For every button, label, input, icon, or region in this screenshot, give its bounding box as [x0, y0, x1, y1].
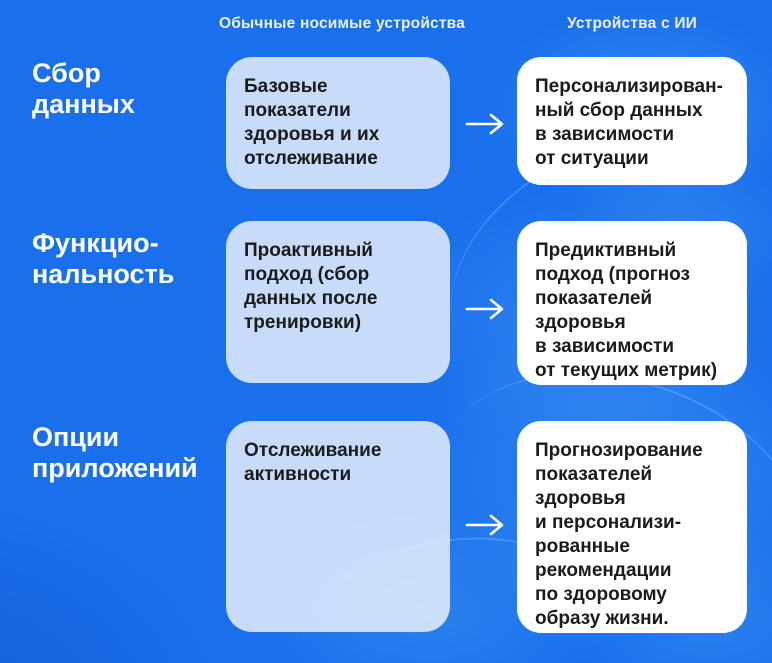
card-regular-data-collection: Базовые показатели здоровья и их отслежи…	[226, 57, 450, 189]
card-ai-functionality: Предиктивный подход (прогноз показателей…	[517, 221, 747, 385]
column-header-regular-wearables: Обычные носимые устройства	[218, 15, 466, 32]
arrow-right-icon	[464, 512, 506, 538]
row-label-app-options: Опции приложений	[32, 422, 198, 483]
arrow-right-icon	[464, 111, 506, 137]
row-label-functionality: Функцио- нальность	[32, 228, 175, 289]
row-label-data-collection: Сбор данных	[32, 58, 135, 119]
card-regular-functionality: Проактивный подход (сбор данных после тр…	[226, 221, 450, 383]
arrow-right-icon	[464, 296, 506, 322]
card-ai-data-collection: Персонализирован- ный сбор данных в зави…	[517, 57, 747, 185]
card-regular-app-options: Отслеживание активности	[226, 421, 450, 632]
column-header-ai-devices: Устройства с ИИ	[566, 15, 697, 32]
card-ai-app-options: Прогнозирование показателей здоровья и п…	[517, 421, 747, 633]
